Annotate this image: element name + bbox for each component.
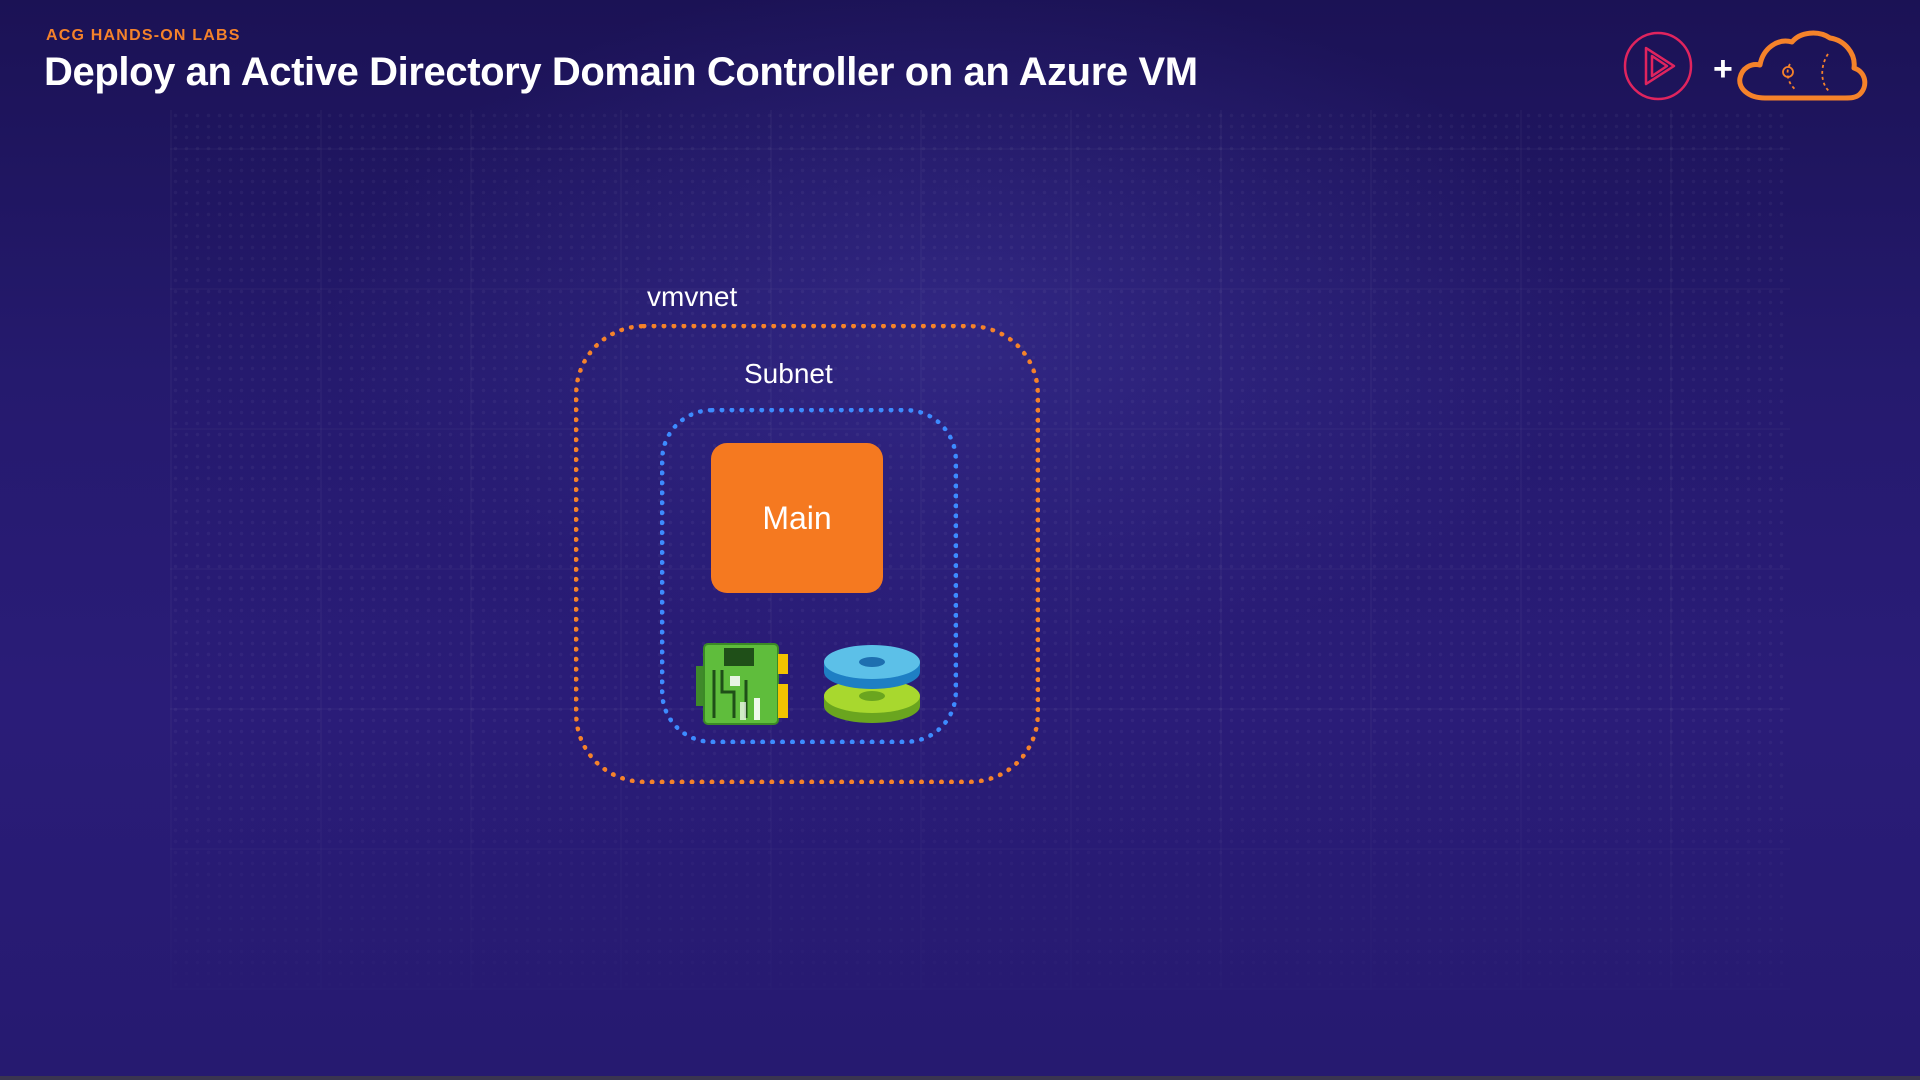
subnet-boundary — [660, 408, 958, 744]
acloudguru-cloud-icon — [1737, 30, 1868, 101]
brand-logos — [1623, 30, 1868, 101]
network-interface-icon — [696, 643, 788, 725]
pluralsight-logo-icon — [1623, 31, 1693, 101]
page-title: Deploy an Active Directory Domain Contro… — [44, 50, 1198, 94]
lab-eyebrow: ACG HANDS-ON LABS — [46, 27, 241, 44]
vnet-label: vmvnet — [647, 281, 738, 312]
plus-sign: + — [1713, 50, 1733, 88]
subnet-label: Subnet — [744, 358, 833, 389]
vnet-boundary — [574, 324, 1040, 784]
vm-main: Main — [711, 443, 883, 593]
bottom-bar — [0, 1076, 1920, 1080]
background-server-rack — [170, 110, 1790, 990]
vm-label: Main — [762, 499, 832, 536]
managed-disk-icon — [824, 645, 920, 723]
